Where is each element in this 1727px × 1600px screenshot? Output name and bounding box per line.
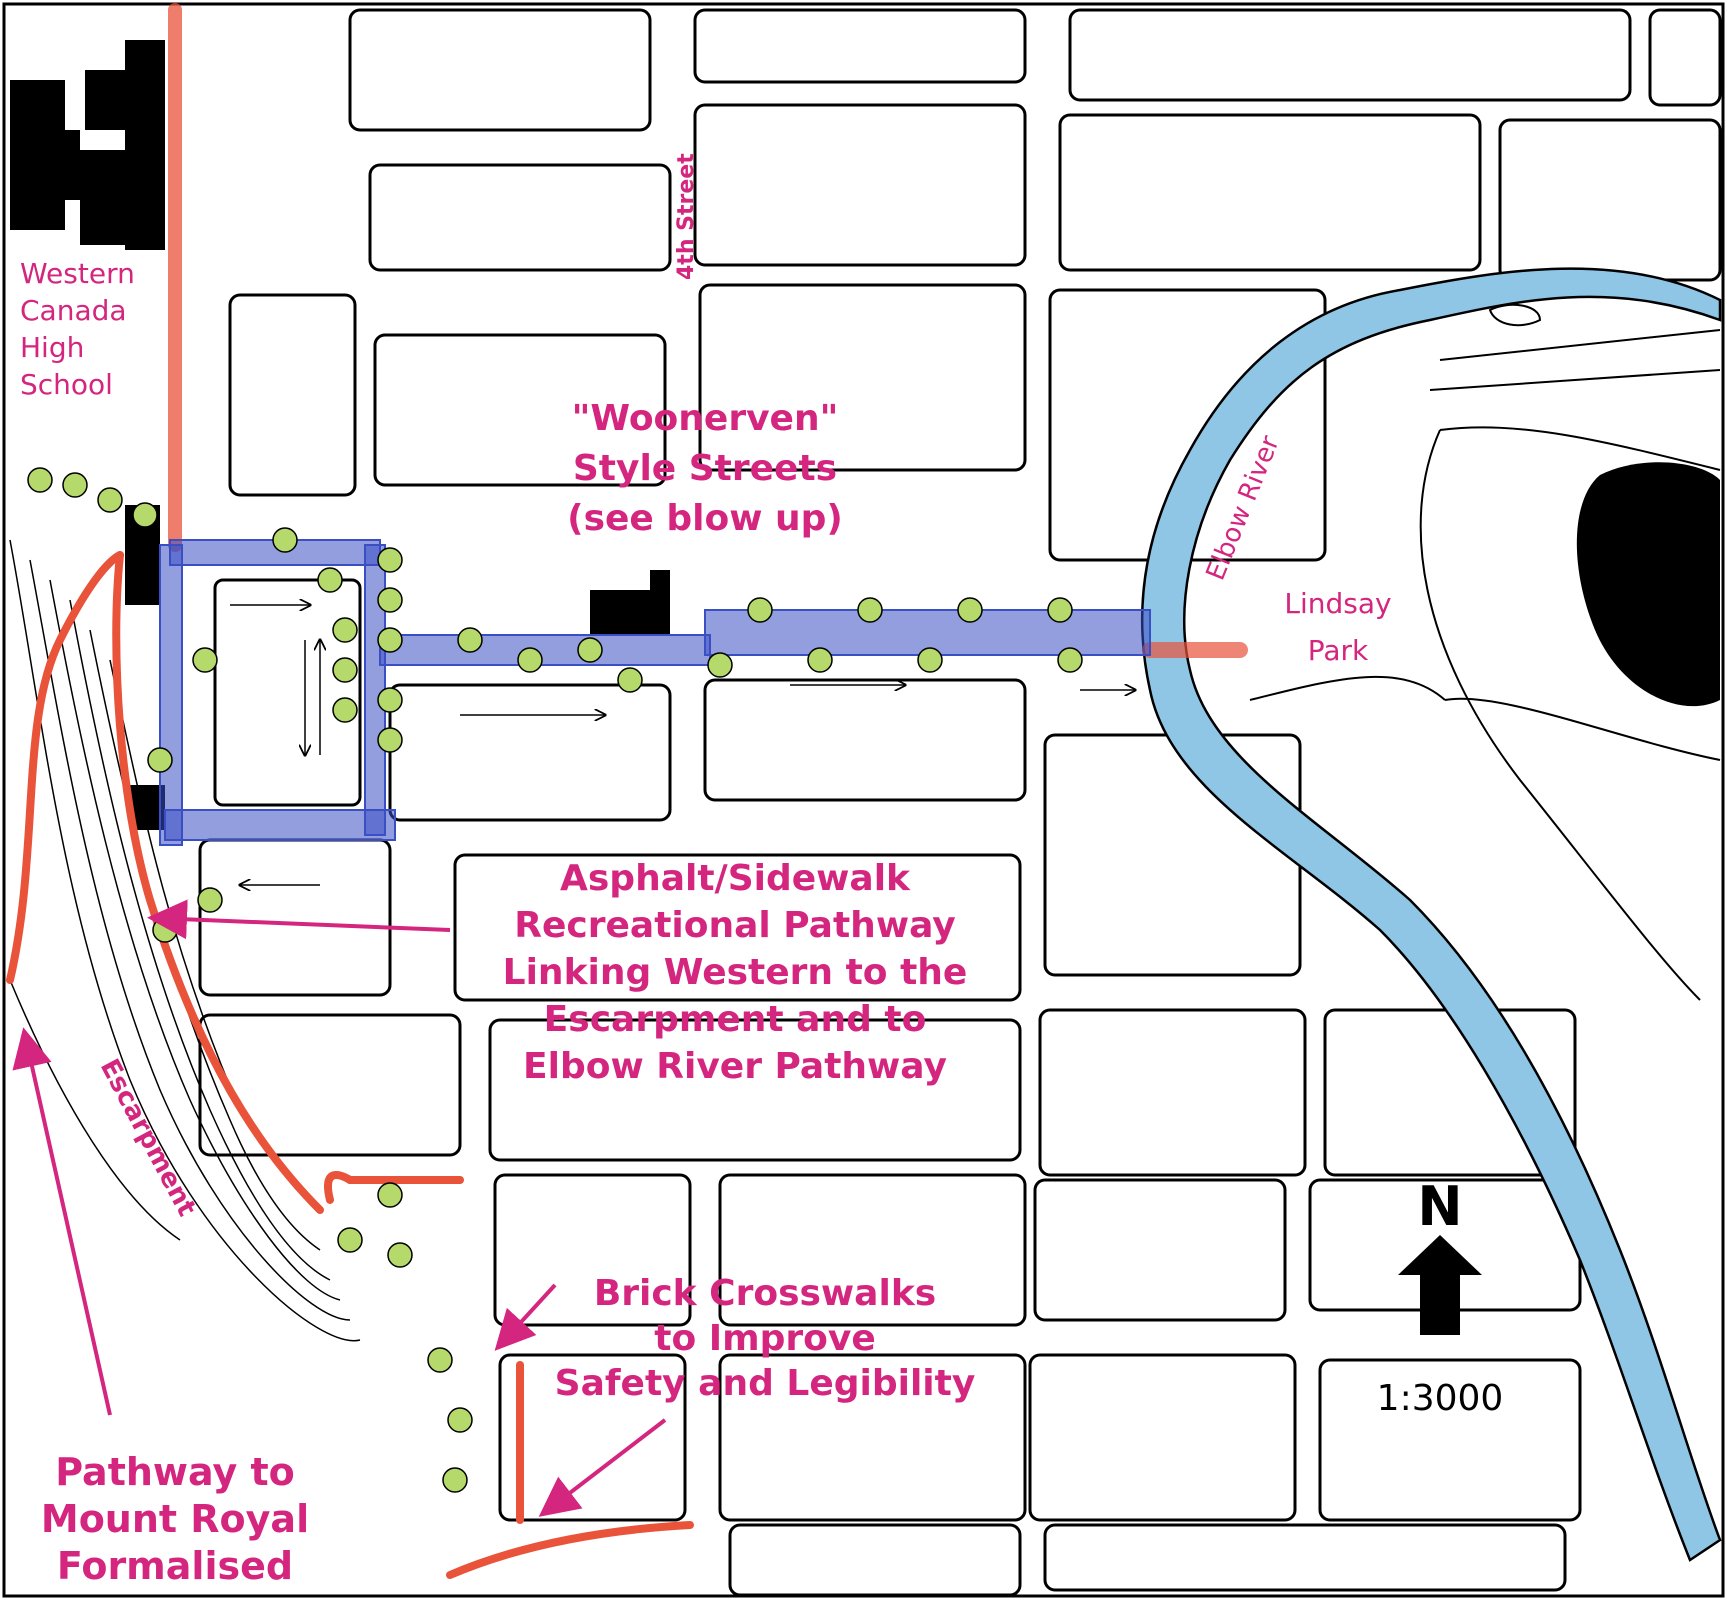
block — [498, 1353, 687, 1522]
park-pond — [1576, 462, 1720, 707]
north-arrow-icon — [1398, 1235, 1482, 1335]
pathway-label-line: Linking Western to the — [503, 952, 968, 993]
block — [453, 853, 1022, 1002]
pathway-label-line: Asphalt/Sidewalk — [560, 858, 911, 899]
mount-royal-label-line: Formalised — [57, 1544, 293, 1588]
block — [703, 678, 1027, 802]
block — [373, 333, 667, 487]
woonerven-label: "Woonerven" Style Streets (see blow up) — [567, 398, 843, 539]
crosswalks-label-line: Brick Crosswalks — [594, 1273, 936, 1314]
crosswalks-label: Brick Crosswalks to Improve Safety and L… — [555, 1273, 976, 1404]
block — [368, 163, 672, 272]
trees — [27, 467, 1083, 1493]
block — [1058, 113, 1482, 272]
school-buildings — [10, 40, 670, 830]
woonerven-label-line: Style Streets — [573, 448, 837, 489]
mount-royal-label: Pathway to Mount Royal Formalised — [41, 1450, 309, 1588]
pathway-label-line: Escarpment and to — [544, 999, 927, 1040]
pathway-label-line: Elbow River Pathway — [523, 1046, 947, 1087]
scale-label: 1:3000 — [1377, 1378, 1504, 1419]
crosswalks-label-line: to Improve — [654, 1318, 876, 1359]
block — [493, 1173, 692, 1327]
school-label-line: School — [20, 368, 113, 401]
woonerven-label-line: "Woonerven" — [572, 398, 839, 439]
traffic-arrows — [230, 605, 1135, 885]
block — [213, 578, 362, 807]
school-label: Western Canada High School — [20, 257, 135, 401]
pathway-label: Asphalt/Sidewalk Recreational Pathway Li… — [503, 858, 968, 1087]
recreational-pathways — [6, 3, 1248, 1579]
park-paths — [1249, 329, 1721, 1001]
mount-royal-label-line: Mount Royal — [41, 1497, 309, 1541]
block — [488, 1018, 1022, 1162]
school-label-line: Canada — [20, 294, 127, 327]
woonerven-label-line: (see blow up) — [567, 498, 843, 539]
school-label-line: Western — [20, 257, 135, 290]
annotation-arrows — [12, 899, 667, 1517]
block — [348, 8, 652, 132]
block — [1318, 1358, 1582, 1522]
pathway-label-line: Recreational Pathway — [514, 905, 955, 946]
block — [693, 103, 1027, 267]
north-label: N — [1417, 1175, 1462, 1238]
escarpment-contours — [9, 539, 361, 1342]
street-4th-label: 4th Street — [674, 153, 699, 280]
north-arrow: N — [1398, 1175, 1482, 1335]
park-label-line: Park — [1308, 634, 1369, 667]
block — [1043, 1523, 1567, 1592]
block — [1648, 8, 1722, 107]
block — [698, 283, 1027, 472]
park-label-line: Lindsay — [1284, 587, 1391, 620]
block — [718, 1173, 1027, 1327]
block — [728, 1523, 1022, 1597]
block — [1033, 1178, 1287, 1322]
river-island — [1488, 303, 1542, 327]
crosswalks-label-line: Safety and Legibility — [555, 1363, 976, 1404]
park-label: Lindsay Park — [1284, 587, 1391, 667]
mount-royal-label-line: Pathway to — [55, 1450, 295, 1494]
block — [1038, 1008, 1307, 1177]
block — [1068, 8, 1632, 102]
school-label-line: High — [20, 331, 84, 364]
block — [228, 293, 357, 497]
block — [718, 1353, 1027, 1522]
block — [1028, 1353, 1297, 1522]
block — [693, 8, 1027, 84]
elbow-river — [1140, 267, 1722, 1562]
